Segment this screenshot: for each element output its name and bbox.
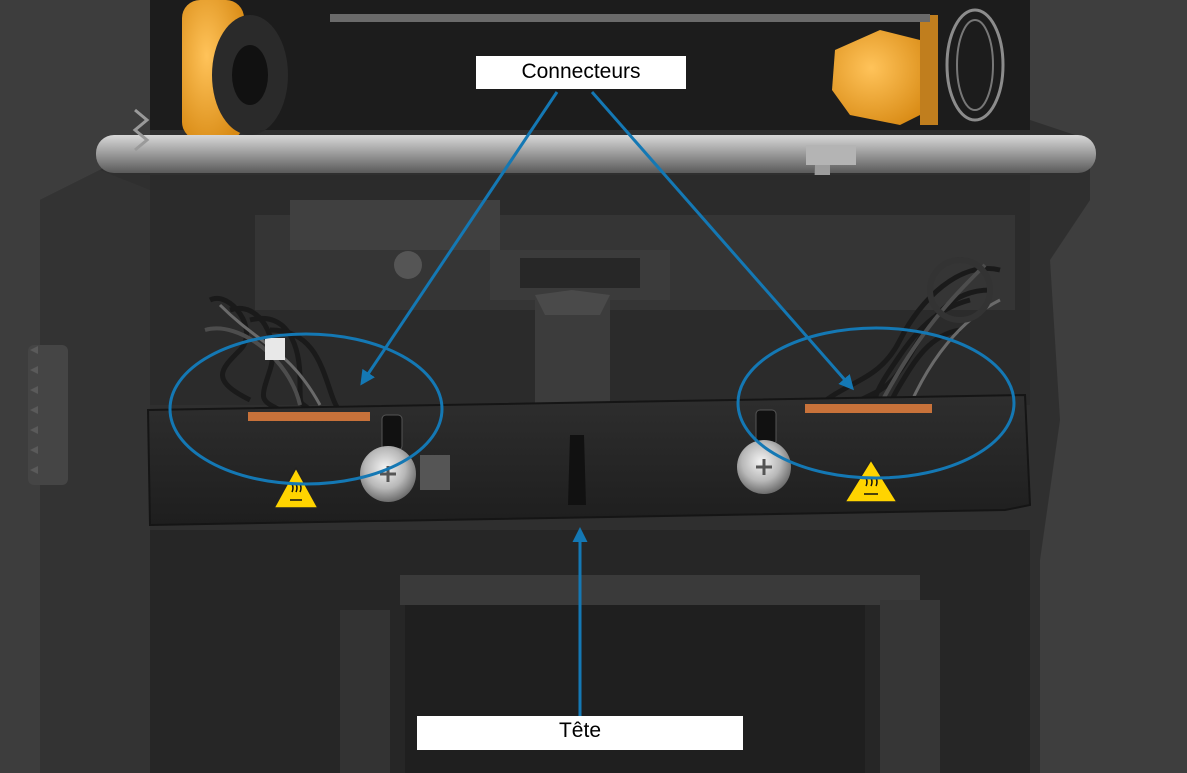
left-spool-knob [182, 0, 288, 140]
centre-tower-top [535, 290, 610, 315]
lower-roller [400, 575, 920, 605]
head-centre-tab [568, 435, 586, 505]
head-label: Tête [417, 716, 743, 750]
right-connector-strip [805, 404, 932, 413]
left-housing [0, 0, 150, 773]
chrome-rod [96, 135, 1096, 173]
left-wire-clip [265, 338, 285, 360]
right-hot-warning-icon [843, 458, 899, 503]
left-housing-inner [40, 170, 150, 773]
left-slot [381, 414, 403, 451]
connector-arrow-right [590, 91, 854, 391]
lower-guide-right [880, 600, 940, 773]
carriage-window [520, 258, 640, 288]
right-wire-knot [927, 257, 993, 323]
right-connector-highlight [736, 326, 1016, 480]
carriage-tab [290, 200, 500, 250]
left-spring [132, 108, 150, 152]
left-gear [28, 345, 68, 485]
centre-tower [535, 295, 610, 410]
left-connector-strip [248, 412, 370, 421]
lower-guide-left [340, 610, 390, 773]
left-connector-highlight [168, 332, 444, 486]
carriage-post [394, 251, 422, 279]
left-hot-warning-icon [272, 466, 320, 509]
right-spool-knob [832, 8, 1005, 125]
connector-arrow-left [360, 91, 559, 386]
right-slot [755, 409, 777, 446]
connectors-label: Connecteurs [476, 56, 686, 89]
left-wires [204, 295, 347, 413]
left-screw [360, 446, 450, 502]
right-housing [1030, 0, 1187, 773]
right-screw [737, 440, 791, 494]
upper-rod [330, 14, 930, 22]
